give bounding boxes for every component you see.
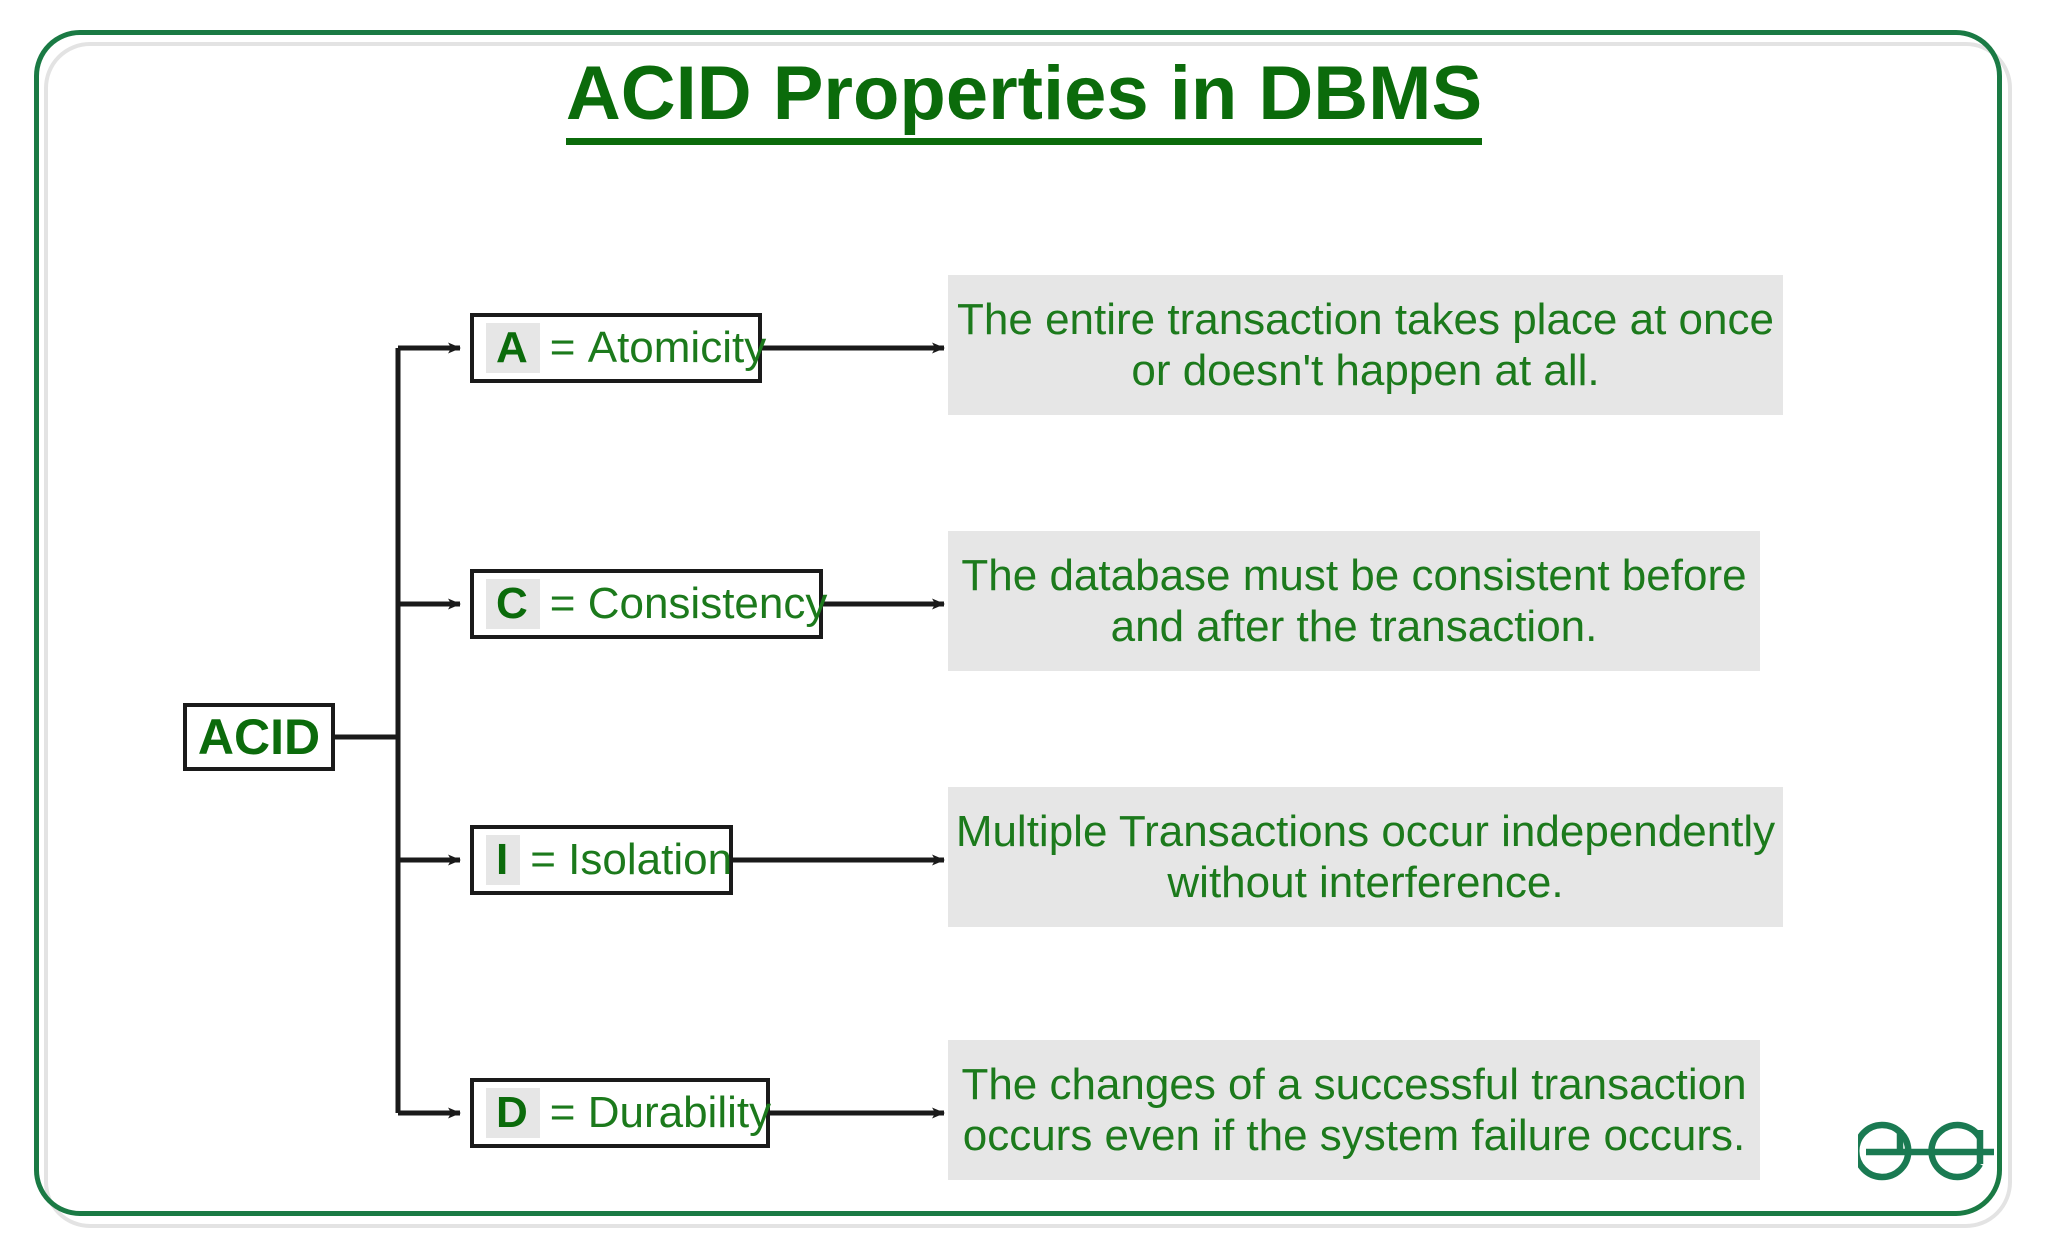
property-name-isolation: = Isolation [530,835,733,884]
property-key-a: A [486,323,540,373]
property-name-durability: = Durability [549,1088,772,1137]
node-property-consistency[interactable]: C = Consistency [470,569,827,639]
property-key-c: C [486,579,540,629]
node-property-durability[interactable]: D = Durability [470,1078,772,1148]
description-atomicity-line-2: or doesn't happen at all. [1131,346,1600,395]
property-name-atomicity: = Atomicity [549,323,767,372]
node-property-isolation[interactable]: I = Isolation [470,825,733,895]
node-acid-root-label: ACID [197,709,321,765]
description-consistency: The database must be consistent before a… [948,531,1760,671]
description-consistency-line-2: and after the transaction. [1110,602,1598,651]
description-atomicity-line-1: The entire transaction takes place at on… [957,294,1774,344]
description-consistency-line-1: The database must be consistent before [961,550,1747,600]
description-durability: The changes of a successful transaction … [948,1040,1760,1180]
description-isolation-line-1: Multiple Transactions occur independentl… [955,806,1776,856]
description-durability-line-2: occurs even if the system failure occurs… [962,1111,1746,1160]
page-title: ACID Properties in DBMS [0,50,2048,145]
frame-shadow-border [44,42,2012,1228]
description-durability-line-1: The changes of a successful transaction [961,1059,1747,1109]
description-isolation: Multiple Transactions occur independentl… [948,787,1783,927]
description-atomicity: The entire transaction takes place at on… [948,275,1783,415]
description-isolation-line-2: without interference. [1167,858,1564,907]
node-property-atomicity[interactable]: A = Atomicity [470,313,766,383]
property-name-consistency: = Consistency [549,579,828,628]
geeksforgeeks-logo [1858,1121,1994,1181]
property-key-i: I [486,835,521,885]
node-acid-root[interactable]: ACID [183,703,335,771]
frame-outer-border [34,30,2002,1216]
page-title-text: ACID Properties in DBMS [565,51,1483,145]
property-key-d: D [486,1088,540,1138]
